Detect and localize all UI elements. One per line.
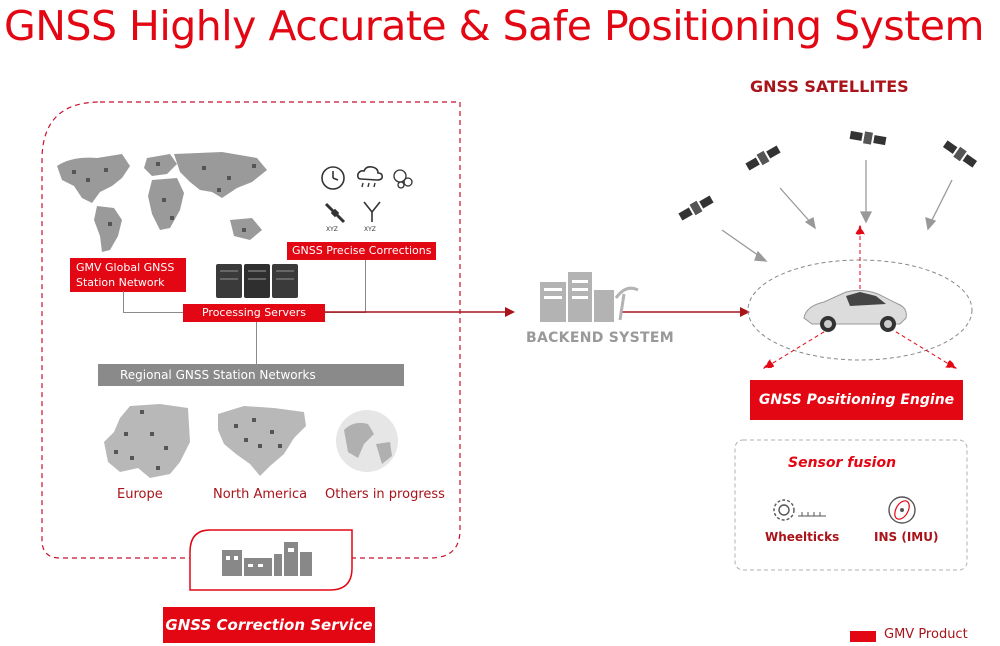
gmv-global-network-label: GMV Global GNSS Station Network — [70, 258, 186, 292]
server-icon — [216, 264, 298, 298]
europe-map — [104, 404, 190, 478]
others-label: Others in progress — [325, 487, 445, 502]
gnss-satellites-label: GNSS SATELLITES — [750, 77, 909, 96]
backend-label: BACKEND SYSTEM — [526, 330, 674, 346]
satellite-icon-1 — [678, 195, 714, 221]
connector-corrections-down — [365, 260, 366, 312]
legend-swatch — [850, 631, 876, 642]
weather-icon — [357, 166, 383, 188]
world-map — [57, 152, 267, 252]
page-title: GNSS Highly Accurate & Safe Positioning … — [4, 2, 984, 50]
gear-icon — [773, 499, 826, 521]
building-icon — [222, 542, 312, 576]
north-america-label: North America — [213, 487, 308, 502]
satellite-icon-2 — [745, 145, 781, 171]
connector-global-down — [123, 291, 124, 313]
imu-icon — [888, 496, 916, 524]
ionosphere-icon — [393, 169, 413, 189]
globe-icon — [336, 410, 398, 472]
correction-service-label: GNSS Correction Service — [163, 607, 375, 643]
xyz-label-1: XYZ — [326, 226, 338, 233]
connector-global-right — [123, 312, 183, 313]
antenna-icon — [363, 201, 381, 222]
sensor-fusion-label: Sensor fusion — [788, 455, 897, 471]
satellite-icon-4 — [942, 140, 978, 168]
precise-corrections-label: GNSS Precise Corrections — [287, 242, 437, 260]
legend-label: GMV Product — [884, 627, 968, 642]
satellite-icon-3 — [849, 130, 887, 146]
clock-icon — [321, 166, 345, 190]
processing-servers-label: Processing Servers — [183, 304, 325, 322]
positioning-engine-label: GNSS Positioning Engine — [750, 380, 963, 420]
xyz-label-2: XYZ — [364, 226, 376, 233]
satellite-icon — [324, 202, 346, 224]
connector-servers-regional — [256, 322, 257, 364]
europe-label: Europe — [117, 487, 163, 502]
backend-building-icon — [540, 272, 639, 322]
north-america-map — [218, 406, 306, 476]
ins-imu-label: INS (IMU) — [874, 530, 939, 544]
car-icon — [803, 289, 907, 332]
wheelticks-label: Wheelticks — [765, 530, 840, 544]
regional-networks-bar: Regional GNSS Station Networks — [98, 364, 404, 386]
